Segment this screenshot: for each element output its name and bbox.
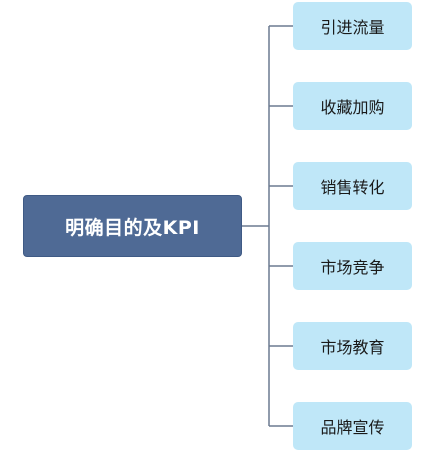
child-node-label: 引进流量 bbox=[320, 18, 385, 37]
child-node-favorites-cart[interactable]: 收藏加购 bbox=[293, 82, 412, 130]
child-node-market-education[interactable]: 市场教育 bbox=[293, 322, 412, 370]
child-node-sales-conversion[interactable]: 销售转化 bbox=[293, 162, 412, 210]
root-node-label: 明确目的及KPI bbox=[65, 216, 200, 239]
child-node-label: 市场竞争 bbox=[320, 258, 385, 277]
child-node-label: 市场教育 bbox=[320, 338, 385, 357]
child-node-label: 销售转化 bbox=[320, 178, 385, 197]
child-node-label: 品牌宣传 bbox=[320, 418, 385, 437]
child-node-label: 收藏加购 bbox=[320, 98, 385, 117]
child-node-traffic[interactable]: 引进流量 bbox=[293, 2, 412, 50]
child-node-market-competition[interactable]: 市场竞争 bbox=[293, 242, 412, 290]
child-node-brand-promotion[interactable]: 品牌宣传 bbox=[293, 402, 412, 450]
root-node-kpi[interactable]: 明确目的及KPI bbox=[23, 195, 242, 257]
